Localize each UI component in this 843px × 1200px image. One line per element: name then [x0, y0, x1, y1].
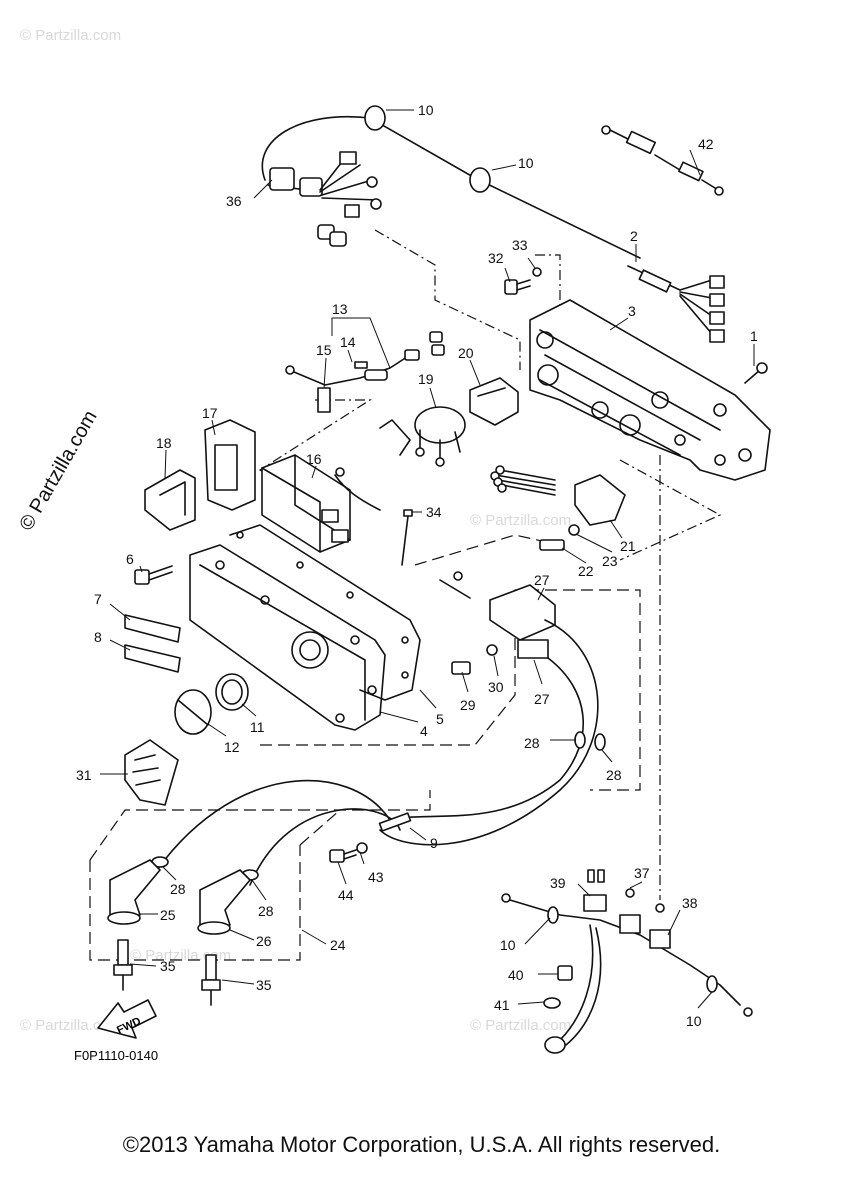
callout-number: 7 [94, 591, 102, 607]
callout-number: 29 [460, 697, 476, 713]
bolt-icon [134, 565, 173, 585]
callout-number: 35 [160, 958, 176, 974]
clip-icon [151, 731, 606, 881]
watermark-faint: © Partzilla.com [470, 1017, 571, 1034]
ground-lead-icon [601, 125, 724, 196]
callout-numbers: 10 10 42 36 2 33 32 3 1 13 14 15 20 19 1… [76, 102, 758, 1029]
rectifier-icon [490, 465, 626, 551]
callout-number: 19 [418, 371, 434, 387]
callout-number: 10 [518, 155, 534, 171]
callout-number: 20 [458, 345, 474, 361]
label-icon [124, 614, 181, 673]
callout-number: 32 [488, 250, 504, 266]
callout-number: 13 [332, 301, 348, 317]
callout-number: 1 [750, 328, 758, 344]
callout-number: 41 [494, 997, 510, 1013]
callout-number: 44 [338, 887, 354, 903]
callout-number: 21 [620, 538, 636, 554]
callout-number: 38 [682, 895, 698, 911]
cable-tie-icon [401, 509, 413, 566]
bolt-icon [504, 267, 542, 295]
callout-number: 39 [550, 875, 566, 891]
watermark-faint: © Partzilla.com [20, 27, 121, 44]
callout-number: 22 [578, 563, 594, 579]
callout-number: 6 [126, 551, 134, 567]
callout-number: 40 [508, 967, 524, 983]
callout-number: 11 [250, 719, 265, 735]
callout-number: 35 [256, 977, 272, 993]
callout-number: 26 [256, 933, 272, 949]
screw-icon [744, 362, 768, 384]
callout-number: 27 [534, 691, 550, 707]
wire-harness [261, 116, 641, 259]
callout-number: 10 [418, 102, 434, 118]
callout-number: 27 [534, 572, 550, 588]
callout-number: 23 [602, 553, 618, 569]
callout-number: 2 [630, 228, 638, 244]
starter-relay-icon [379, 406, 466, 467]
callout-number: 33 [512, 237, 528, 253]
callout-number: 17 [202, 405, 218, 421]
plug-cap-icon [107, 859, 251, 935]
copyright-notice: ©2013 Yamaha Motor Corporation, U.S.A. A… [122, 1132, 721, 1157]
callout-number: 31 [76, 767, 92, 783]
callout-number: 42 [698, 136, 714, 152]
callout-number: 5 [436, 711, 444, 727]
relay-icon [469, 377, 519, 426]
callout-number: 12 [224, 739, 240, 755]
sensor-icon [543, 924, 602, 1054]
callout-number: 10 [686, 1013, 702, 1029]
callout-number: 34 [426, 504, 442, 520]
callout-number: 30 [488, 679, 504, 695]
o-ring-icon [215, 673, 249, 711]
callout-number: 28 [170, 881, 186, 897]
switch-icon [501, 869, 753, 1017]
electrical-box-upper-icon [529, 299, 771, 481]
leader-lines [100, 109, 755, 1009]
callout-number: 3 [628, 303, 636, 319]
coupler-icon [124, 739, 179, 806]
callout-number: 4 [420, 723, 428, 739]
callout-number: 37 [634, 865, 650, 881]
callout-number: 10 [500, 937, 516, 953]
cap-icon [174, 689, 212, 735]
partzilla-watermark: © Partzilla.com [15, 407, 101, 535]
electrical-box-lower-icon [189, 544, 386, 731]
callout-number: 9 [430, 835, 438, 851]
callout-number: 28 [606, 767, 622, 783]
callout-number: 25 [160, 907, 176, 923]
callout-number: 28 [524, 735, 540, 751]
cdi-unit-icon [261, 454, 381, 553]
callout-number: 18 [156, 435, 172, 451]
callout-number: 36 [226, 193, 242, 209]
callout-number: 14 [340, 334, 356, 350]
watermark-faint: © Partzilla.com [20, 1017, 121, 1034]
watermark-faint: © Partzilla.com [470, 512, 571, 529]
spark-plug-icon [113, 939, 221, 1006]
gasket-icon [229, 524, 421, 701]
callout-number: 43 [368, 869, 384, 885]
bolt-icon [329, 842, 368, 863]
callout-number: 28 [258, 903, 274, 919]
callout-number: 15 [316, 342, 332, 358]
callout-number: 24 [330, 937, 346, 953]
bracket-icon [144, 419, 256, 531]
spark-plug-lead-icon [149, 619, 599, 886]
callout-number: 8 [94, 629, 102, 645]
callout-number: 16 [306, 451, 322, 467]
diagram-code: F0P1110-0140 [74, 1048, 158, 1063]
clip-icon [364, 105, 491, 193]
sub-harness-icon [627, 265, 725, 343]
